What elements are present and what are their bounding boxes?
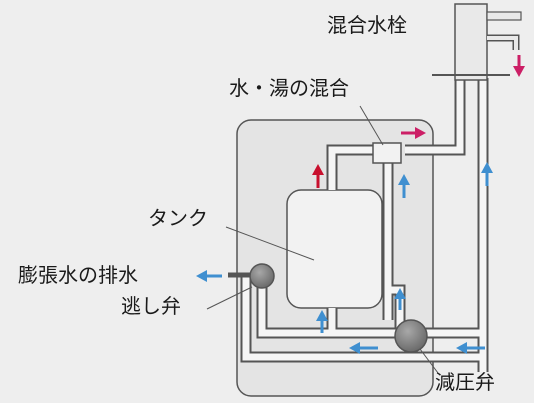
- label-faucet: 混合水栓: [327, 13, 407, 37]
- label-tank: タンク: [148, 206, 208, 230]
- leader-lines: [206, 105, 439, 374]
- arrow-icon: [394, 288, 406, 310]
- arrow-icon: [316, 310, 328, 333]
- arrow-icon: [196, 270, 222, 282]
- faucet-icon: [432, 3, 522, 81]
- label-expansion-drain: 膨張水の排水: [18, 263, 138, 287]
- arrow-icon: [481, 162, 493, 186]
- arrow-icon: [398, 174, 410, 198]
- relief-valve-icon: [249, 263, 275, 289]
- arrow-icon: [349, 342, 378, 354]
- hot-water-arrows: [312, 55, 525, 188]
- label-pressure-reducing-valve: 減圧弁: [435, 370, 495, 394]
- arrow-icon: [456, 342, 485, 354]
- arrow-icon: [401, 127, 426, 139]
- pressure-reducing-valve-icon: [394, 319, 428, 353]
- arrow-icon: [513, 55, 525, 77]
- tank: [286, 189, 383, 309]
- mixing-valve-icon: [372, 142, 402, 164]
- label-relief-valve: 逃し弁: [121, 294, 181, 318]
- cold-water-arrows: [196, 162, 493, 354]
- label-mixing: 水・湯の混合: [229, 76, 349, 100]
- arrow-icon: [312, 164, 324, 188]
